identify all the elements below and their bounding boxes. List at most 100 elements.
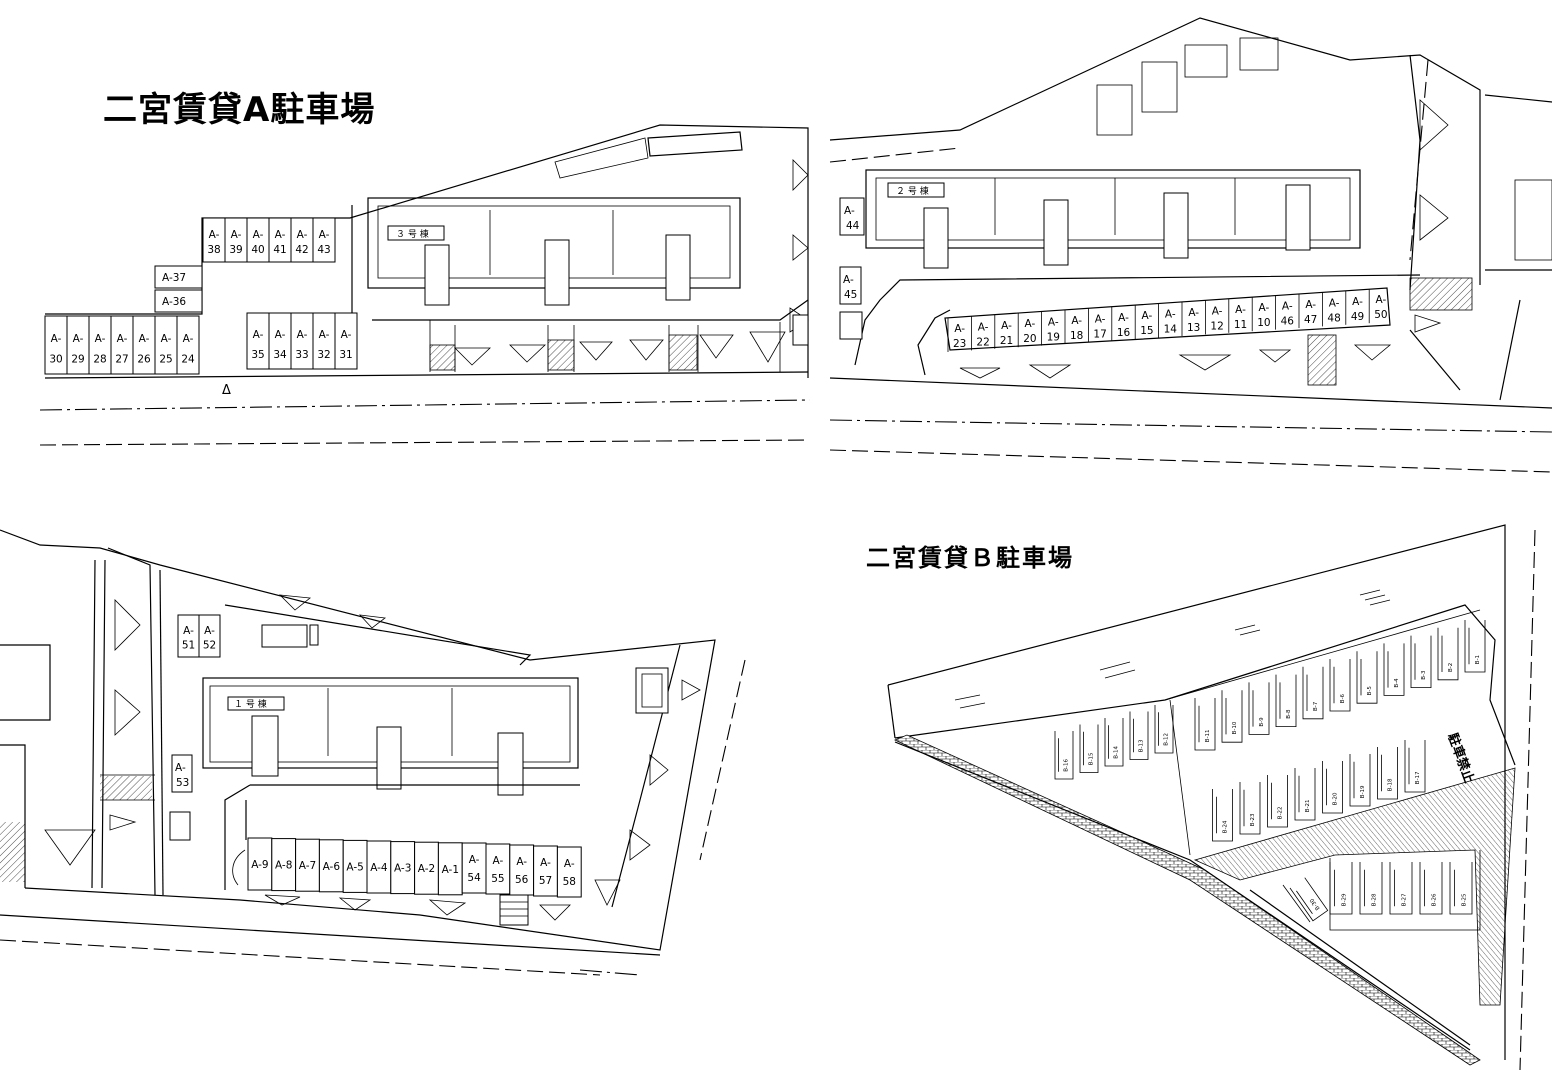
stall-number-a-39: 39 <box>229 244 242 256</box>
stall-prefix-a-50: A- <box>1376 294 1387 306</box>
stall-label-b-23: B-23 <box>1250 813 1256 826</box>
space-a-45-prefix: A- <box>843 274 854 286</box>
space-a-44-prefix: A- <box>844 205 855 217</box>
stall-b-14: B-14 <box>1104 718 1124 767</box>
stall-prefix-a-15: A- <box>1142 310 1153 322</box>
stall-b-3: B-3 <box>1410 635 1432 688</box>
stall-label-b-28: B-28 <box>1371 893 1377 906</box>
stall-number-a-13: 13 <box>1187 322 1200 334</box>
stall-label-b-29: B-29 <box>1341 893 1347 906</box>
stall-prefix-a-14: A- <box>1165 309 1176 321</box>
title-lot-a: 二宮賃貸A駐車場 <box>103 90 376 130</box>
stall-number-a-27: 27 <box>115 353 128 365</box>
stall-prefix-a-56: A- <box>516 856 527 868</box>
stall-number-a-51: 51 <box>182 640 195 652</box>
stall-b-2: B-2 <box>1437 627 1459 681</box>
stall-prefix-a-46: A- <box>1282 301 1293 313</box>
stall-b-21: B-21 <box>1294 768 1316 821</box>
stall-a-43 <box>312 217 336 263</box>
stall-prefix-a-21: A- <box>1001 320 1012 332</box>
stall-b-15: B-15 <box>1079 724 1099 773</box>
stall-label-A-4: A-4 <box>370 862 388 874</box>
stall-number-a-58: 58 <box>563 876 576 888</box>
stall-prefix-a-39: A- <box>231 229 242 241</box>
row-spaces-35-31: A-35A-34A-33A-32A-31 <box>246 312 358 370</box>
stall-prefix-a-10: A- <box>1259 302 1270 314</box>
stall-label-b-12: B-12 <box>1164 733 1170 746</box>
space-a-44: 44 <box>846 220 860 232</box>
stall-b-30: B-30 <box>1289 877 1329 922</box>
stall-a-54 <box>461 842 487 894</box>
stall-label-b-27: B-27 <box>1401 893 1407 906</box>
stall-number-a-32: 32 <box>317 349 330 361</box>
stall-b-9: B-9 <box>1248 682 1270 735</box>
stall-number-a-22: 22 <box>976 336 989 348</box>
stall-label-A-2: A-2 <box>418 863 435 875</box>
row-spaces-38-43: A-38A-39A-40A-41A-42A-43 <box>202 217 336 263</box>
stall-b-6: B-6 <box>1329 659 1351 712</box>
stall-number-a-56: 56 <box>515 874 529 886</box>
stall-label-b-4: B-4 <box>1394 678 1400 688</box>
stall-label-b-6: B-6 <box>1340 693 1346 703</box>
stall-number-a-26: 26 <box>137 353 151 365</box>
stall-label-b-18: B-18 <box>1388 778 1394 791</box>
stall-number-a-55: 55 <box>491 873 504 885</box>
stall-number-a-24: 24 <box>181 353 195 365</box>
stall-prefix-a-51: A- <box>183 625 194 637</box>
stall-b-25: B-25 <box>1449 862 1473 915</box>
stall-prefix-a-47: A- <box>1305 299 1316 311</box>
stall-b-22: B-22 <box>1267 775 1288 828</box>
stall-prefix-a-20: A- <box>1025 318 1036 330</box>
triangle-mark: Δ <box>222 383 231 398</box>
stall-label-b-5: B-5 <box>1367 686 1373 696</box>
stall-number-a-41: 41 <box>273 244 286 256</box>
panel-lot-b: B-1B-2B-3B-4B-5B-6B-7B-8B-9B-10B-11B-12B… <box>887 524 1536 1070</box>
stall-label-b-1: B-1 <box>1475 655 1481 664</box>
stalls-lot-b: B-1B-2B-3B-4B-5B-6B-7B-8B-9B-10B-11B-12B… <box>1054 620 1486 922</box>
stall-label-b-22: B-22 <box>1278 806 1284 819</box>
stall-number-a-20: 20 <box>1023 333 1036 345</box>
stall-b-16: B-16 <box>1054 731 1074 780</box>
title-lot-b: 二宮賃貸Ｂ駐車場 <box>866 544 1074 572</box>
stall-prefix-a-12: A- <box>1212 305 1223 317</box>
stall-b-19: B-19 <box>1349 754 1371 807</box>
stall-prefix-a-17: A- <box>1095 313 1106 325</box>
stall-label-A-7: A-7 <box>299 860 316 872</box>
stall-number-a-28: 28 <box>93 353 106 365</box>
stall-b-13: B-13 <box>1129 711 1149 760</box>
stall-prefix-a-48: A- <box>1329 297 1340 309</box>
stall-label-b-8: B-8 <box>1286 709 1292 719</box>
stall-number-a-31: 31 <box>339 349 352 361</box>
stall-b-4: B-4 <box>1383 643 1405 696</box>
stall-number-a-48: 48 <box>1327 312 1340 324</box>
stall-label-b-3: B-3 <box>1421 670 1427 680</box>
stall-prefix-a-24: A- <box>183 333 194 345</box>
stall-label-b-15: B-15 <box>1089 752 1095 765</box>
stall-prefix-a-26: A- <box>139 333 150 345</box>
stall-b-24: B-24 <box>1212 789 1233 842</box>
stall-b-10: B-10 <box>1221 690 1243 743</box>
stall-number-a-54: 54 <box>467 872 481 884</box>
panel-building-2: A- 44 A- 45 ２ 号 棟 A-23A-22A-21A-20A-19A-… <box>829 17 1552 473</box>
stall-label-b-26: B-26 <box>1431 893 1437 906</box>
stall-label-A-5: A-5 <box>346 861 363 873</box>
stall-a-55 <box>485 843 511 895</box>
stall-number-a-40: 40 <box>251 244 264 256</box>
row-spaces-23-50: A-23A-22A-21A-20A-19A-18A-17A-16A-15A-14… <box>944 287 1391 352</box>
stall-number-a-29: 29 <box>71 353 84 365</box>
stall-prefix-a-40: A- <box>253 229 264 241</box>
stall-label-b-17: B-17 <box>1415 771 1421 784</box>
stall-prefix-a-13: A- <box>1188 307 1199 319</box>
label-building-2: ２ 号 棟 <box>896 185 929 197</box>
stall-prefix-a-34: A- <box>275 329 286 341</box>
stall-number-a-34: 34 <box>273 349 287 361</box>
stall-prefix-a-58: A- <box>564 858 575 870</box>
row-spaces-51-52: A-51A-52 <box>177 614 221 658</box>
stall-b-26: B-26 <box>1419 862 1443 915</box>
stall-label-b-19: B-19 <box>1360 785 1366 798</box>
stall-b-27: B-27 <box>1389 862 1413 915</box>
panel-building-3: Δ ３ 号 棟 A-37 A-36 A-38A-39A-40A-41A-42A-… <box>39 124 811 446</box>
stall-prefix-a-16: A- <box>1118 312 1129 324</box>
stall-prefix-a-29: A- <box>73 333 84 345</box>
